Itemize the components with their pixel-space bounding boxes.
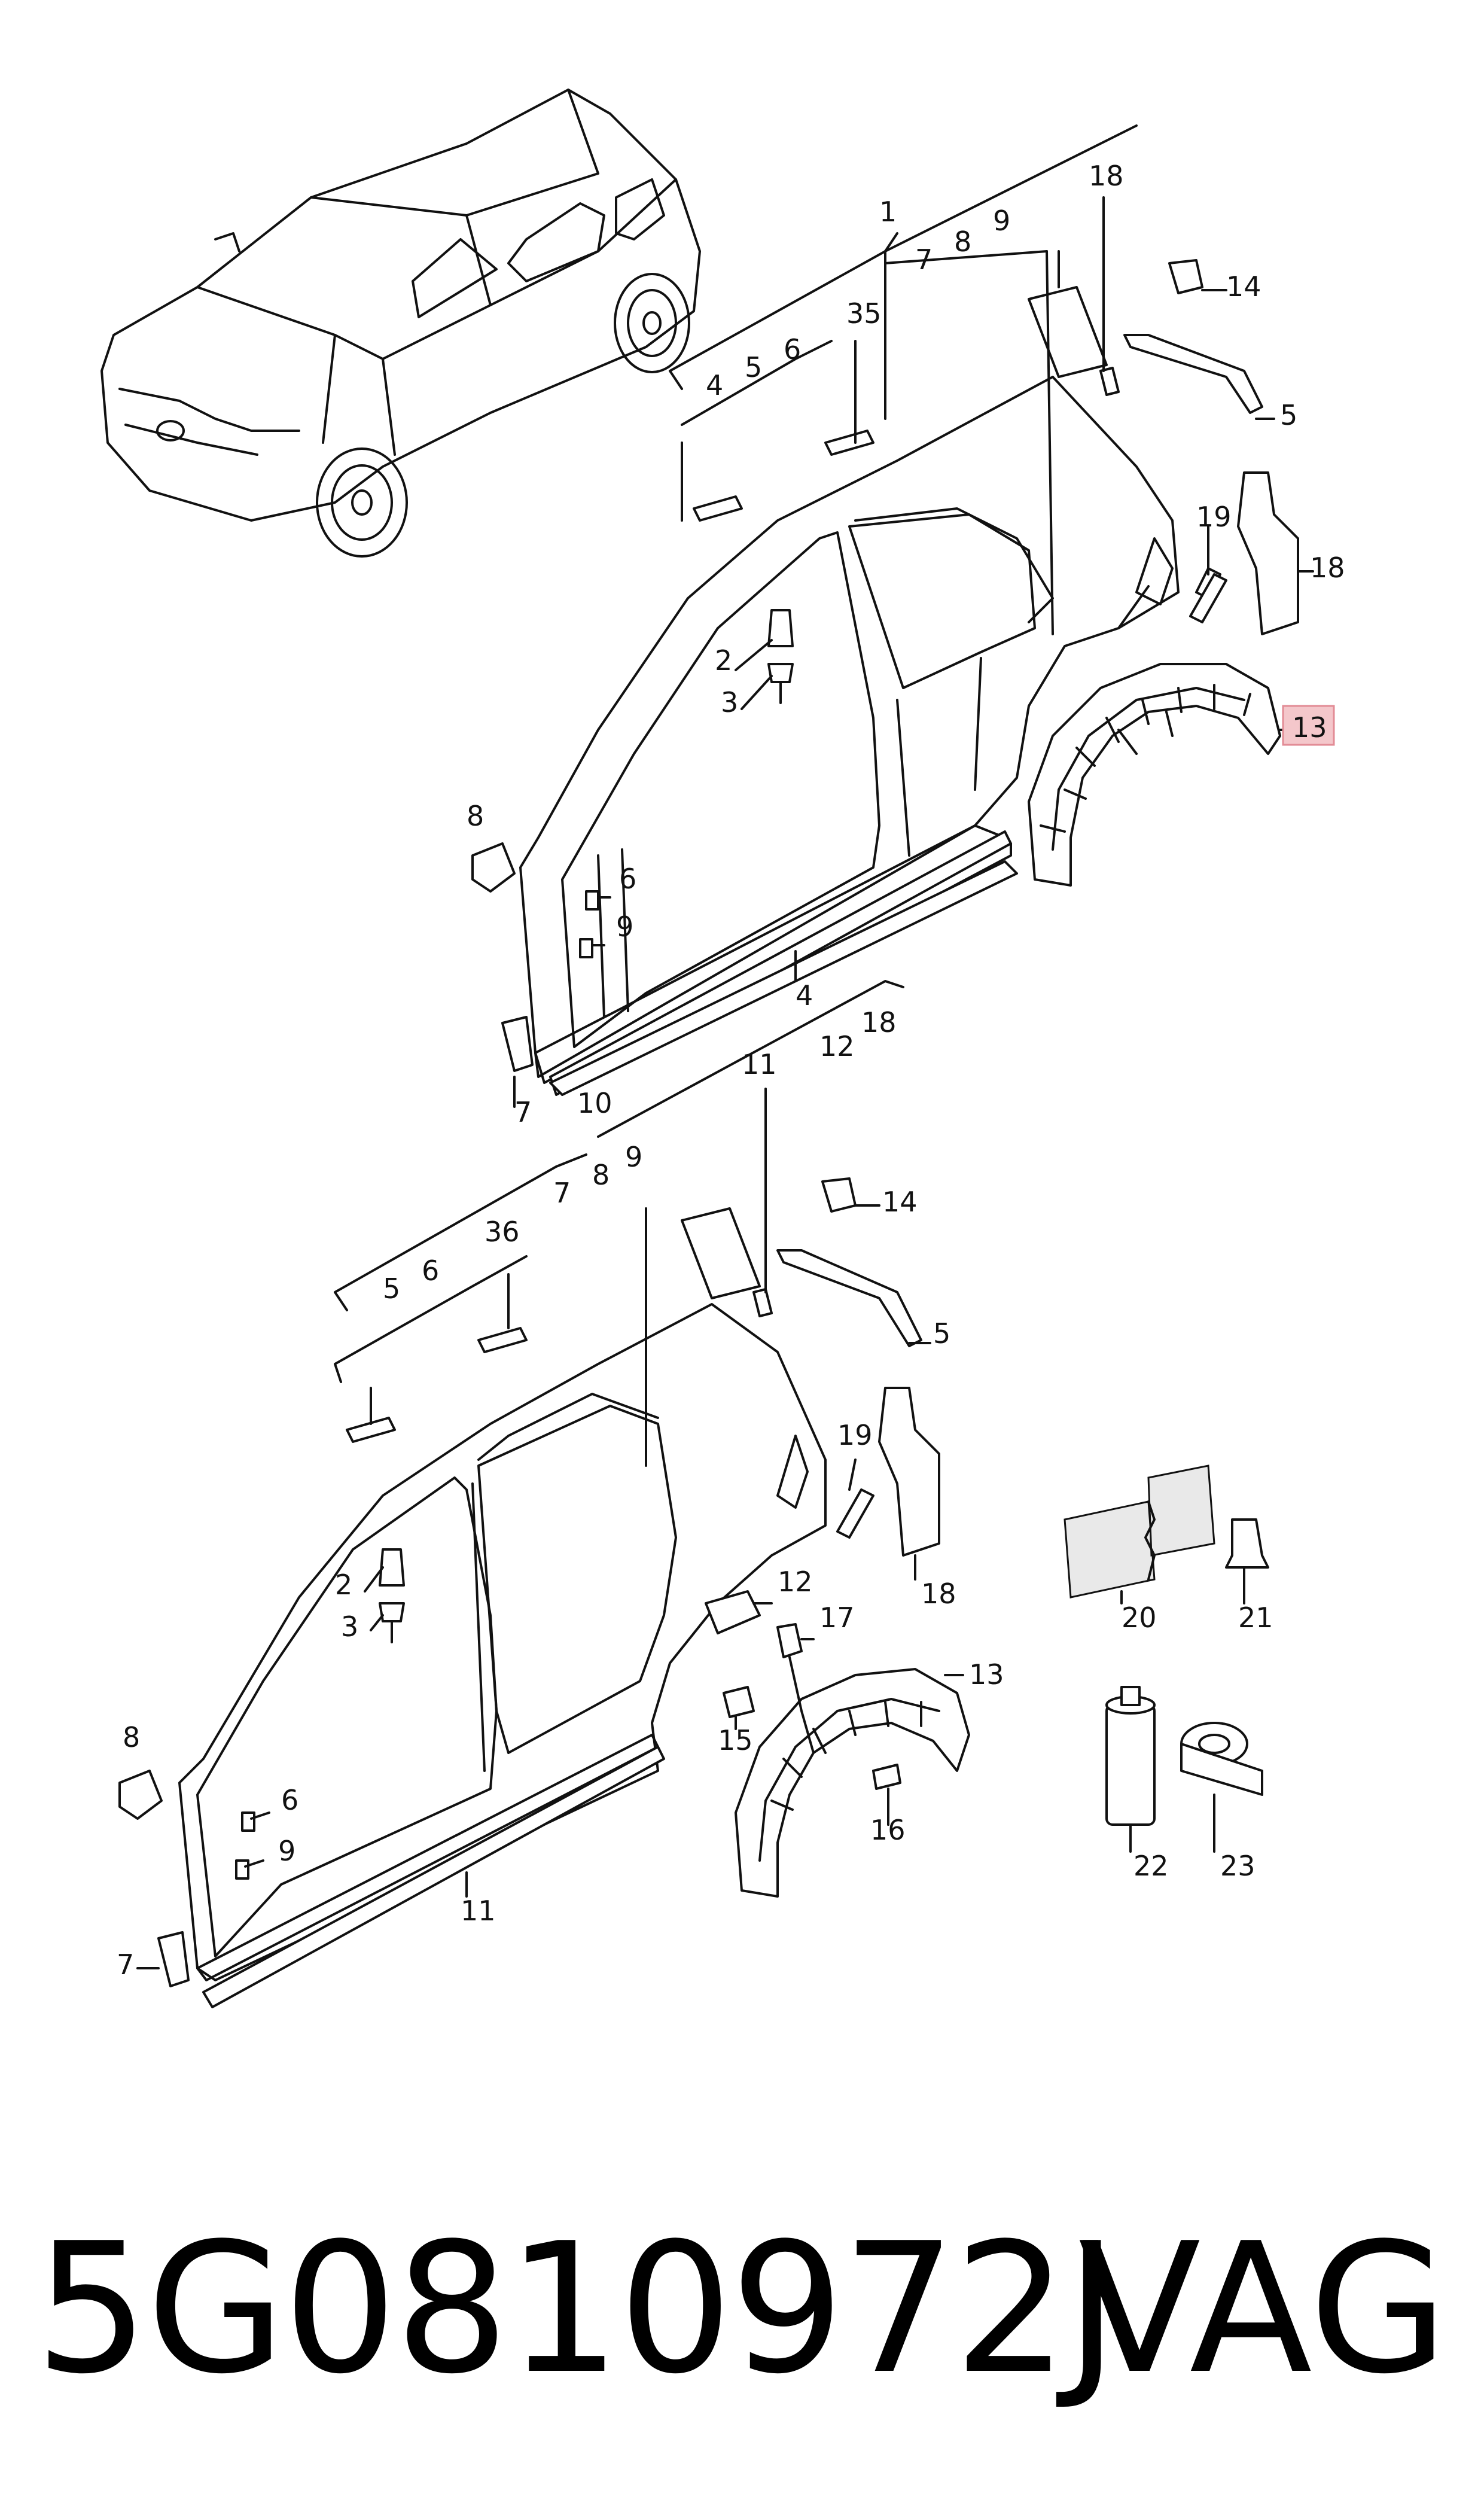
callout-13-highlighted: 13 [1282,705,1335,746]
sill-strip-top [549,860,1018,1096]
callout-label: 1 [879,196,897,228]
callout-label: 18 [861,1006,897,1039]
callout-label: 8 [467,800,484,832]
callout-label: 5 [383,1272,400,1305]
callout-label: 8 [592,1159,610,1191]
bottom-leader-lines [136,980,964,1969]
callout-label: 14 [882,1186,918,1218]
wheel-arch-liner-top [1028,663,1281,887]
callout-label: 14 [1226,270,1261,303]
callout-label: 4 [796,979,813,1012]
callout-label: 35 [846,297,882,330]
callout-label: 6 [281,1784,298,1816]
callout-label: 9 [278,1835,295,1867]
callout-label: 3 [721,686,738,718]
callout-label: 18 [1089,160,1124,192]
callout-label: 7 [915,243,933,276]
parts-exploded-diagram: 13 [100,89,1345,2008]
callout-label: 5 [745,351,762,383]
callout-label: 20 [1122,1601,1157,1634]
callout-label: 12 [819,1030,855,1062]
callout-label: 9 [616,911,633,943]
part-number: 5G0810972J [35,2205,1119,2413]
callout-label: 13 [969,1658,1004,1691]
callout-label: 23 [1220,1850,1256,1882]
sill-strip-bottom [202,1746,665,2008]
top-small-parts [471,250,1314,1072]
callout-label: 7 [553,1177,571,1209]
callout-label: 2 [335,1569,352,1601]
callout-label: 17 [819,1601,855,1634]
callout-label: 12 [778,1566,813,1598]
callout-13-label: 13 [1292,711,1327,744]
callout-label: 8 [954,226,971,258]
callout-label: 15 [718,1724,753,1756]
side-panel-bottom [178,1303,827,1981]
callout-label: 10 [577,1087,613,1119]
callout-label: 4 [706,369,723,401]
callout-label: 18 [1310,552,1345,584]
callout-label: 2 [715,644,732,677]
callout-label: 9 [993,205,1010,237]
accessory-parts [1064,1464,1269,1853]
callout-label: 5 [1280,399,1297,431]
callout-label: 22 [1133,1850,1169,1882]
callout-label: 6 [784,333,801,366]
callout-label: 19 [1196,501,1232,533]
callout-label: 6 [422,1255,439,1287]
callout-label: 18 [921,1578,956,1610]
callout-label: 7 [514,1096,532,1128]
callout-label: 16 [870,1814,906,1846]
callout-label: 3 [341,1610,358,1643]
callout-label: 8 [123,1721,140,1753]
callout-label: 9 [625,1141,642,1173]
callout-label: 11 [461,1895,496,1927]
brand-name: VAG [1078,2205,1448,2413]
callout-label: 11 [742,1048,777,1080]
callout-label: 6 [619,863,636,895]
callout-label: 21 [1238,1601,1273,1634]
top-leader-lines [513,124,1293,1108]
callout-label: 7 [117,1948,134,1981]
footer: 5G0810972J VAG [0,2190,1484,2441]
callout-label: 5 [933,1317,950,1350]
callout-label: 36 [484,1216,520,1248]
car-illustration [100,89,701,558]
wheel-arch-liner-bottom [735,1668,970,1898]
callout-label: 19 [837,1419,873,1451]
